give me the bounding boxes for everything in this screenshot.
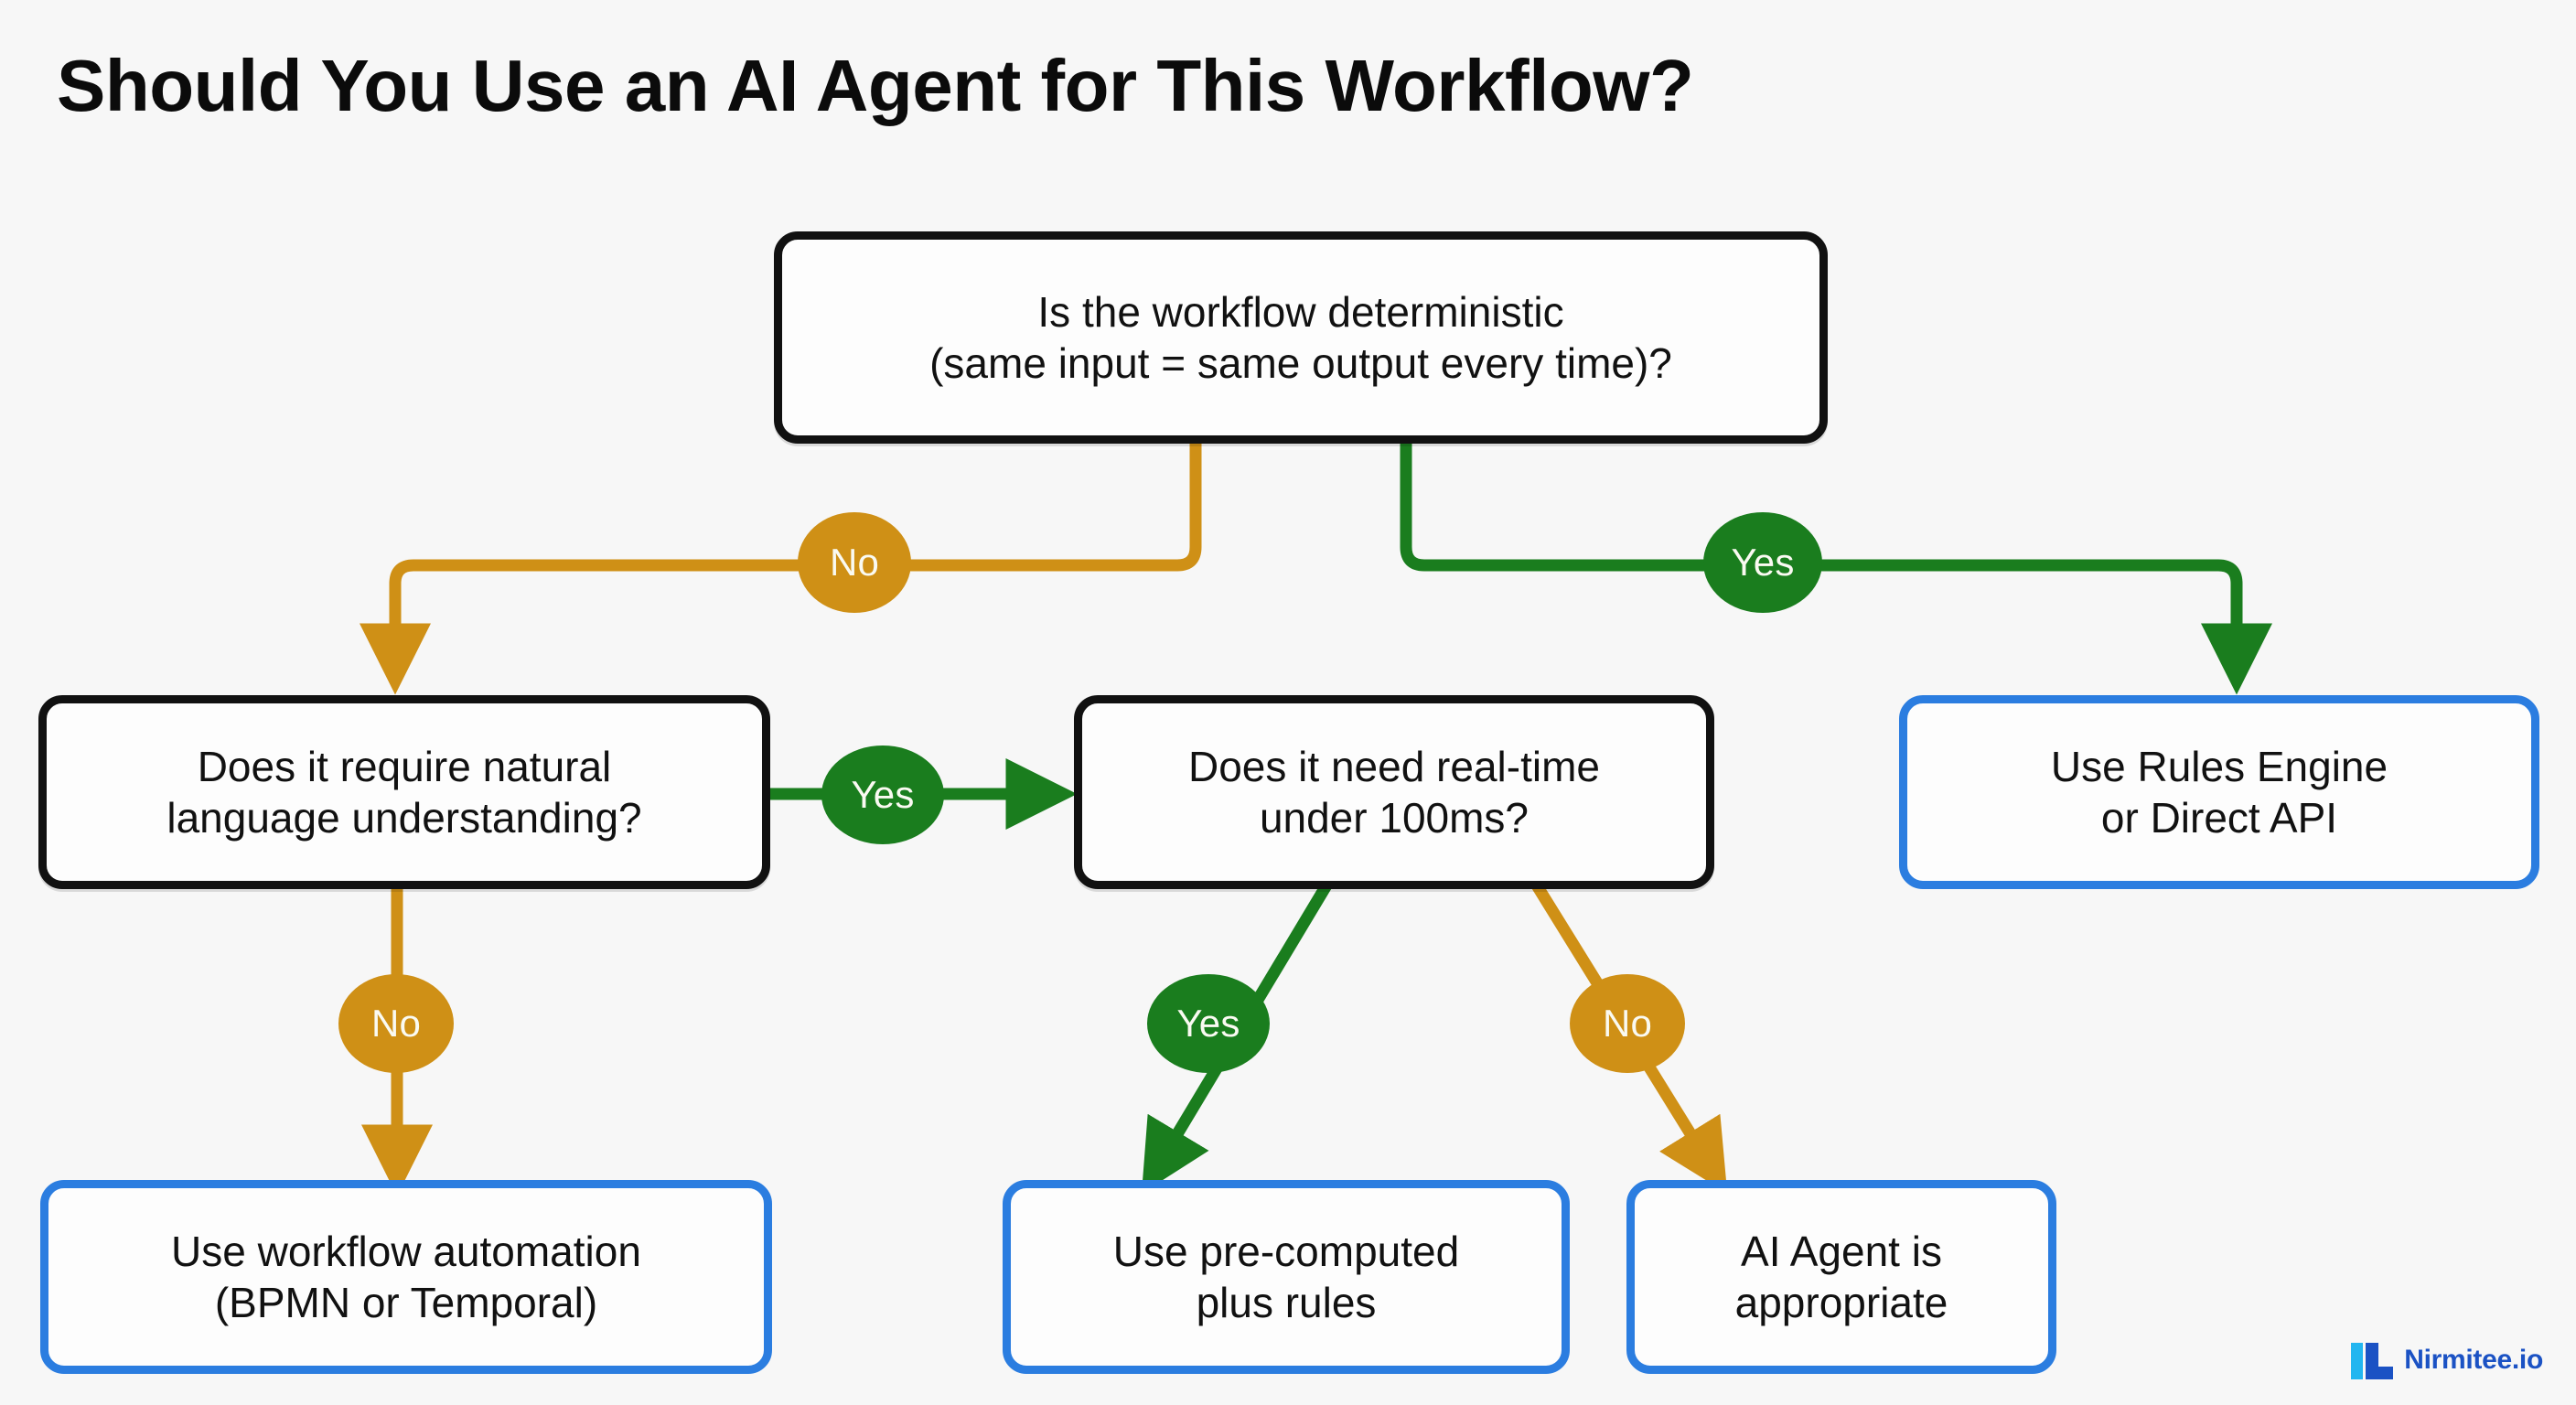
decision-root-line1: Is the workflow deterministic (1037, 287, 1564, 336)
nirmitee-logo-text: Nirmitee.io (2404, 1345, 2543, 1375)
decision-root-line2: (same input = same output every time)? (929, 339, 1672, 387)
decision-realtime-line2: under 100ms? (1259, 794, 1530, 842)
outcome-use-workflow-automation[interactable]: Use workflow automation (BPMN or Tempora… (40, 1180, 772, 1374)
decision-requires-natural-language[interactable]: Does it require natural language underst… (38, 695, 770, 889)
decision-root-text: Is the workflow deterministic (same inpu… (917, 286, 1685, 389)
decision-nlu-text: Does it require natural language underst… (154, 741, 654, 843)
edge-label-root-yes[interactable]: Yes (1703, 512, 1822, 613)
decision-is-workflow-deterministic[interactable]: Is the workflow deterministic (same inpu… (774, 231, 1828, 444)
decision-nlu-line2: language understanding? (166, 794, 642, 842)
outcome-use-rules-engine[interactable]: Use Rules Engine or Direct API (1899, 695, 2539, 889)
edge-root-no (360, 436, 1202, 695)
outcome-aiagent-line1: AI Agent is (1741, 1227, 1942, 1275)
outcome-use-pre-computed[interactable]: Use pre-computed plus rules (1003, 1180, 1570, 1374)
outcome-precomputed-text: Use pre-computed plus rules (1100, 1226, 1472, 1328)
edge-label-realtime-yes[interactable]: Yes (1147, 974, 1270, 1073)
outcome-precomputed-line2: plus rules (1196, 1279, 1377, 1326)
decision-realtime-text: Does it need real-time under 100ms? (1175, 741, 1613, 843)
decision-realtime-line1: Does it need real-time (1188, 742, 1600, 790)
edge-label-nlu-no[interactable]: No (338, 974, 454, 1073)
outcome-workflow-text: Use workflow automation (BPMN or Tempora… (158, 1226, 654, 1328)
page-title: Should You Use an AI Agent for This Work… (57, 45, 1694, 126)
decision-needs-real-time[interactable]: Does it need real-time under 100ms? (1074, 695, 1714, 889)
outcome-ai-agent-appropriate[interactable]: AI Agent is appropriate (1626, 1180, 2056, 1374)
outcome-aiagent-line2: appropriate (1734, 1279, 1948, 1326)
edge-label-nlu-yes[interactable]: Yes (821, 745, 944, 844)
outcome-precomputed-line1: Use pre-computed (1112, 1227, 1460, 1275)
decision-nlu-line1: Does it require natural (197, 742, 612, 790)
outcome-workflow-line2: (BPMN or Temporal) (214, 1279, 598, 1326)
outcome-rules-line1: Use Rules Engine (2050, 742, 2388, 790)
edge-label-root-no[interactable]: No (798, 512, 911, 613)
outcome-aiagent-text: AI Agent is appropriate (1723, 1226, 1961, 1328)
outcome-rules-text: Use Rules Engine or Direct API (2038, 741, 2400, 843)
nirmitee-logo-icon (2351, 1339, 2394, 1381)
nirmitee-logo[interactable]: Nirmitee.io (2351, 1339, 2543, 1381)
outcome-rules-line2: or Direct API (2100, 794, 2338, 842)
outcome-workflow-line1: Use workflow automation (171, 1227, 641, 1275)
edge-label-realtime-no[interactable]: No (1570, 974, 1685, 1073)
